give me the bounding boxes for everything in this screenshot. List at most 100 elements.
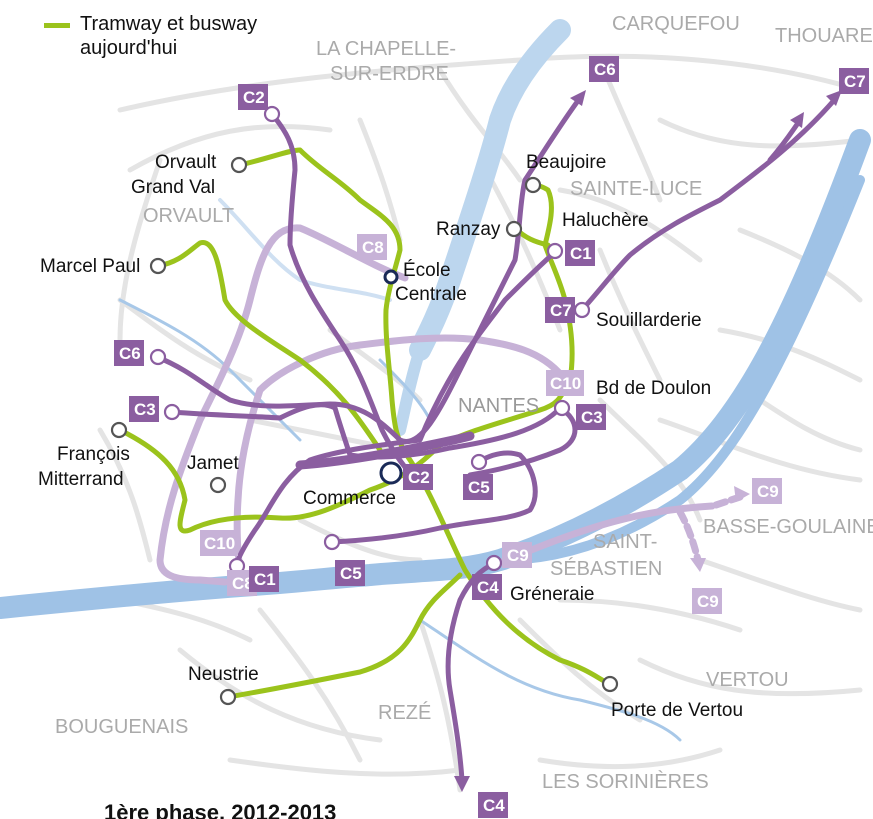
svg-text:C9: C9 xyxy=(507,546,529,565)
badge-c7-east: C7 xyxy=(545,297,575,323)
badge-c7-north: C7 xyxy=(839,68,869,94)
label-grand-val: Grand Val xyxy=(131,177,215,198)
tram-mitterrand-branch xyxy=(117,182,575,534)
chronobus-primary-lines xyxy=(154,95,839,783)
commune-carquefou: CARQUEFOU xyxy=(612,13,740,35)
c9-arrow-east xyxy=(734,486,750,502)
svg-text:C7: C7 xyxy=(844,72,866,91)
stop-c6-west xyxy=(149,348,167,366)
commune-les-sorinieres: LES SORINIÈRES xyxy=(542,770,709,793)
c7-spur-arrow xyxy=(790,112,804,128)
legend-swatch-tram xyxy=(44,23,70,28)
svg-text:C6: C6 xyxy=(119,344,141,363)
badge-c3-west: C3 xyxy=(129,396,159,422)
line-central-trunk xyxy=(295,431,475,470)
svg-text:C7: C7 xyxy=(550,301,572,320)
badge-c8-north: C8 xyxy=(357,234,387,260)
stop-labels: Orvault Grand Val Marcel Paul École Cent… xyxy=(38,152,743,721)
stop-neustrie xyxy=(219,688,237,706)
line-c6-route xyxy=(154,95,583,445)
commune-la-chapelle-line1: LA CHAPELLE- xyxy=(316,38,456,60)
c4-arrow xyxy=(454,776,470,792)
label-francois: François xyxy=(57,444,130,465)
stop-commerce xyxy=(379,461,403,485)
stop-porte-de-vertou xyxy=(601,675,619,693)
line-c7-route xyxy=(579,95,839,313)
svg-text:C9: C9 xyxy=(697,592,719,611)
stop-c5-east xyxy=(470,453,488,471)
line-c2-route xyxy=(269,111,421,483)
stop-ranzay xyxy=(505,220,523,238)
tram-orvault-branch xyxy=(237,147,613,687)
badge-c10-east: C10 xyxy=(546,370,584,396)
c9-arrow-south xyxy=(690,558,706,572)
badge-c2-center: C2 xyxy=(403,464,433,490)
stop-marcel-paul xyxy=(149,257,167,275)
label-porte-de-vertou: Porte de Vertou xyxy=(611,700,743,721)
stop-bd-de-doulon xyxy=(553,399,571,417)
label-haluchere: Haluchère xyxy=(562,210,649,231)
stop-francois-mitterrand xyxy=(110,421,128,439)
svg-text:C4: C4 xyxy=(483,796,505,815)
stop-orvault-grand-val xyxy=(230,156,248,174)
c6-arrow xyxy=(570,90,586,106)
badge-c1-south: C1 xyxy=(249,566,279,592)
badge-c1-north: C1 xyxy=(565,240,595,266)
label-jamet: Jamet xyxy=(187,453,239,474)
phase-caption: 1ère phase, 2012-2013 xyxy=(104,800,337,819)
label-marcel-paul: Marcel Paul xyxy=(40,256,140,277)
line-badges: C2 C6 C7 C8 C1 C7 C6 C10 C3 C3 C2 C5 C9 … xyxy=(114,56,869,818)
commune-reze: REZÉ xyxy=(378,701,431,724)
line-c10-route xyxy=(233,334,566,570)
badge-c9-east: C9 xyxy=(752,478,782,504)
rivers xyxy=(0,19,871,742)
commune-la-chapelle-line2: SUR-ERDRE xyxy=(330,63,449,85)
badge-c4-south: C4 xyxy=(478,792,508,818)
svg-text:C6: C6 xyxy=(594,60,616,79)
line-c1-route xyxy=(233,249,558,569)
badge-c6-north: C6 xyxy=(589,56,619,82)
stop-c3-west xyxy=(163,403,181,421)
label-greneraie: Gréneraie xyxy=(510,584,595,605)
commune-orvault: ORVAULT xyxy=(143,205,234,227)
stop-c5-west xyxy=(323,533,341,551)
commune-saint-sebastien-line2: SÉBASTIEN xyxy=(550,557,662,580)
badge-c5-east: C5 xyxy=(463,474,493,500)
tram-neustrie-branch xyxy=(225,572,463,700)
commune-thouare: THOUARE xyxy=(775,25,873,47)
svg-text:C9: C9 xyxy=(757,482,779,501)
label-orvault: Orvault xyxy=(155,152,217,173)
label-neustrie: Neustrie xyxy=(188,664,259,685)
badge-c6-west: C6 xyxy=(114,340,144,366)
label-bd-de-doulon: Bd de Doulon xyxy=(596,378,711,399)
stop-haluchere xyxy=(546,242,564,260)
svg-text:C5: C5 xyxy=(340,564,362,583)
label-souillarderie: Souillarderie xyxy=(596,310,702,331)
line-c3-route xyxy=(169,402,578,478)
svg-text:C2: C2 xyxy=(408,468,430,487)
badge-c9-south: C9 xyxy=(692,588,722,614)
stop-markers xyxy=(110,105,619,706)
stop-jamet xyxy=(209,476,227,494)
direction-arrows xyxy=(454,90,842,792)
commune-saint-sebastien-line1: SAINT- xyxy=(593,531,657,553)
label-commerce: Commerce xyxy=(303,488,396,509)
label-centrale: Centrale xyxy=(395,284,467,305)
line-c5-route xyxy=(329,450,538,545)
svg-text:C8: C8 xyxy=(362,238,384,257)
badge-c2-north: C2 xyxy=(238,84,268,110)
svg-text:C1: C1 xyxy=(254,570,276,589)
badge-c5-west: C5 xyxy=(335,560,365,586)
stop-c2-terminus xyxy=(263,105,281,123)
badge-c4-center: C4 xyxy=(472,574,502,600)
svg-text:C5: C5 xyxy=(468,478,490,497)
stop-souillarderie xyxy=(573,301,591,319)
stop-beaujoire xyxy=(524,176,542,194)
badge-c3-east: C3 xyxy=(576,404,606,430)
badge-c9-center: C9 xyxy=(502,542,532,568)
commune-nantes: NANTES xyxy=(458,395,539,417)
label-ecole: École xyxy=(403,260,451,281)
stop-greneraie xyxy=(485,554,503,572)
